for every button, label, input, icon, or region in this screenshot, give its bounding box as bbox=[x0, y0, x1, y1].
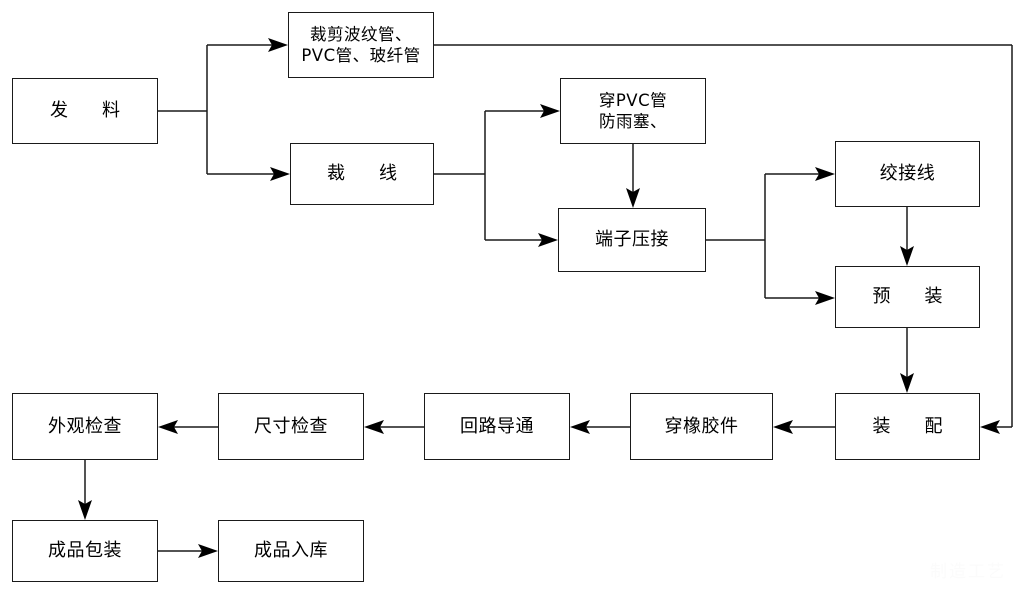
arrow-visual-check-to-packaging bbox=[78, 500, 92, 520]
node-assemble-label: 装 配 bbox=[872, 415, 951, 437]
node-faliao[interactable]: 发 料 bbox=[12, 78, 158, 144]
arrow-faliao-to-cut-tubes bbox=[268, 38, 288, 52]
node-splice[interactable]: 绞接线 bbox=[835, 141, 980, 207]
node-cut-wire-label: 裁 线 bbox=[327, 163, 405, 185]
arrow-terminal-to-preassemble bbox=[815, 291, 835, 305]
node-visual-check[interactable]: 外观检查 bbox=[12, 393, 158, 460]
node-rubber-part[interactable]: 穿橡胶件 bbox=[630, 393, 773, 460]
watermark-text: 制造工艺 bbox=[930, 562, 1006, 582]
node-warehouse-label: 成品入库 bbox=[254, 540, 328, 562]
arrow-dim-check-to-visual-check bbox=[158, 420, 178, 434]
arrow-packaging-to-warehouse bbox=[198, 544, 218, 558]
arrow-splice-to-preassemble bbox=[900, 246, 914, 266]
arrow-cut-wire-to-pvc-plug bbox=[540, 104, 560, 118]
arrow-cut-tubes-to-assemble bbox=[980, 420, 1000, 434]
node-warehouse[interactable]: 成品入库 bbox=[218, 520, 364, 582]
node-splice-label: 绞接线 bbox=[879, 163, 936, 185]
arrow-assemble-to-rubber-part bbox=[773, 420, 793, 434]
node-preassemble-label: 预 装 bbox=[872, 286, 951, 308]
node-pvc-plug[interactable]: 穿PVC管 防雨塞、 bbox=[560, 78, 706, 144]
node-circuit-test-label: 回路导通 bbox=[460, 415, 534, 437]
node-cut-tubes-label: 裁剪波纹管、 PVC管、玻纤管 bbox=[301, 24, 421, 65]
arrow-rubber-part-to-circuit-test bbox=[570, 420, 590, 434]
node-dimension-check-label: 尺寸检查 bbox=[254, 415, 328, 437]
arrow-cut-wire-to-terminal bbox=[538, 233, 558, 247]
arrow-preassemble-to-assemble bbox=[900, 373, 914, 393]
arrow-terminal-to-splice bbox=[815, 167, 835, 181]
node-circuit-test[interactable]: 回路导通 bbox=[424, 393, 570, 460]
node-faliao-label: 发 料 bbox=[50, 100, 128, 122]
node-cut-wire[interactable]: 裁 线 bbox=[290, 143, 434, 205]
node-assemble[interactable]: 装 配 bbox=[835, 393, 980, 460]
node-rubber-part-label: 穿橡胶件 bbox=[664, 415, 739, 437]
arrow-circuit-test-to-dim-check bbox=[364, 420, 384, 434]
arrow-pvc-plug-to-terminal bbox=[626, 188, 640, 208]
arrow-faliao-to-cut-wire bbox=[270, 167, 290, 181]
node-pvc-plug-label: 穿PVC管 防雨塞、 bbox=[598, 90, 668, 131]
node-preassemble[interactable]: 预 装 bbox=[835, 266, 980, 328]
node-terminal-crimping[interactable]: 端子压接 bbox=[558, 208, 706, 272]
node-dimension-check[interactable]: 尺寸检查 bbox=[218, 393, 364, 460]
node-packaging[interactable]: 成品包装 bbox=[12, 520, 158, 582]
node-packaging-label: 成品包装 bbox=[48, 540, 122, 562]
node-cut-tubes[interactable]: 裁剪波纹管、 PVC管、玻纤管 bbox=[288, 12, 434, 78]
node-visual-check-label: 外观检查 bbox=[48, 415, 122, 437]
node-terminal-crimping-label: 端子压接 bbox=[595, 229, 669, 251]
